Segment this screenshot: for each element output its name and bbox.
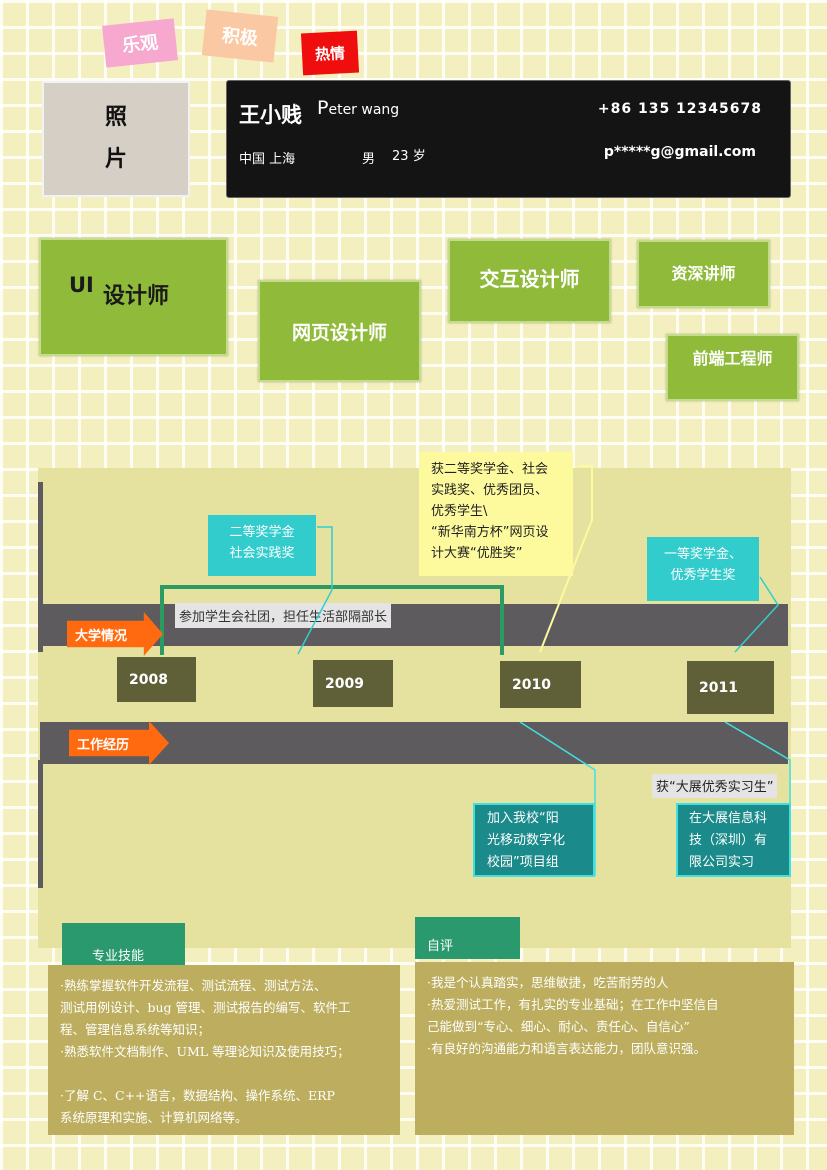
award-2011-line: 一等奖学金、 [663, 547, 742, 562]
profile-header: 王小贱 Peter wang +86 135 12345678 中国 上海 男 … [226, 80, 791, 198]
work-item-line: 光移动数字化 [487, 833, 566, 848]
connector-2011 [734, 576, 779, 653]
role-frontend-engineer: 前端工程师 [666, 334, 799, 401]
internship-award: 获“大展优秀实习生” [652, 774, 778, 798]
connector-work-1 [519, 721, 596, 876]
self-eval-line: ·有良好的沟通能力和语言表达能力，团队意识强。 [427, 1041, 706, 1056]
work-item-line: 校园”项目组 [487, 855, 559, 870]
work-item-internship: 在大展信息科 技（深圳）有 限公司实习 [676, 803, 791, 877]
skills-line: 程、管理信息系统等知识； [60, 1022, 211, 1037]
connector-2009 [297, 526, 333, 655]
university-label: 大学情况 [75, 628, 128, 644]
award-2009-line: 社会实践奖 [229, 546, 295, 561]
role-ui-text: 设计师 [103, 284, 170, 309]
award-2010-line: 计大赛“优胜奖” [431, 546, 523, 561]
work-item-campus-project: 加入我校“阳 光移动数字化 校园”项目组 [473, 803, 595, 877]
role-senior-lecturer: 资深讲师 [637, 240, 770, 308]
work-item-line: 技（深圳）有 [689, 833, 768, 848]
skills-line: ·了解 C、C++语言，数据结构、操作系统、ERP [60, 1088, 335, 1103]
skills-spacer [60, 1063, 392, 1085]
photo-placeholder: 照 片 [42, 81, 190, 197]
award-2011-line: 优秀学生奖 [670, 568, 736, 583]
photo-label-1: 照 [104, 105, 127, 130]
work-item-line: 加入我校“阳 [487, 811, 559, 826]
skills-line: 系统原理和实施、计算机网络等。 [60, 1110, 248, 1125]
skills-line: ·熟练掌握软件开发流程、测试流程、测试方法、 [60, 978, 327, 993]
self-eval-line: 己能做到“专心、细心、耐心、责任心、自信心” [427, 1019, 690, 1034]
year-2011: 2011 [687, 661, 774, 714]
role-web-designer: 网页设计师 [258, 280, 421, 382]
phone: +86 135 12345678 [597, 101, 762, 117]
connector-work-2 [724, 721, 791, 803]
age: 23 岁 [392, 145, 426, 164]
award-2010: 获二等奖学金、社会 实践奖、优秀团员、 优秀学生\ “新华南方杯”网页设 计大赛… [419, 452, 573, 576]
award-2010-line: 优秀学生\ [431, 504, 488, 519]
skills-content: ·熟练掌握软件开发流程、测试流程、测试方法、 测试用例设计、bug 管理、测试报… [48, 965, 400, 1135]
age-unit: 岁 [412, 149, 426, 164]
connector-2010 [539, 465, 593, 653]
award-2010-line: 实践奖、优秀团员、 [431, 483, 549, 498]
skills-line: 测试用例设计、bug 管理、测试报告的编写、软件工 [60, 1000, 351, 1015]
gender: 男 [362, 152, 376, 167]
year-2009: 2009 [313, 660, 393, 707]
award-2010-line: “新华南方杯”网页设 [431, 525, 549, 540]
work-item-line: 在大展信息科 [689, 811, 768, 826]
self-eval-line: ·我是个认真踏实，思维敏捷，吃苦耐劳的人 [427, 975, 669, 990]
role-ui-prefix: UI [69, 273, 94, 297]
award-2011: 一等奖学金、 优秀学生奖 [647, 537, 759, 601]
work-item-line: 限公司实习 [689, 855, 755, 870]
name: 王小贱 [239, 103, 302, 127]
english-name: Peter wang [317, 97, 400, 119]
skills-line: ·熟悉软件文档制作、UML 等理论知识及使用技巧； [60, 1044, 350, 1059]
year-2008: 2008 [117, 657, 196, 702]
location: 中国 上海 [239, 152, 296, 167]
photo-label-2: 片 [104, 147, 127, 172]
age-value: 23 [392, 149, 409, 164]
club-activity: 参加学生会社团，担任生活部隔部长 [175, 603, 392, 628]
role-ui-designer: UI 设计师 [39, 238, 228, 356]
award-2010-line: 获二等奖学金、社会 [431, 462, 549, 477]
club-bracket-end [500, 585, 504, 635]
role-interaction-designer: 交互设计师 [448, 239, 611, 323]
timeline-vertical-bar [38, 760, 43, 888]
skills-header: 专业技能 [62, 923, 185, 965]
work-label: 工作经历 [77, 737, 130, 753]
self-eval-line: ·热爱测试工作，有扎实的专业基础；在工作中坚信自 [427, 997, 719, 1012]
self-eval-content: ·我是个认真踏实，思维敏捷，吃苦耐劳的人 ·热爱测试工作，有扎实的专业基础；在工… [415, 962, 794, 1135]
email: p*****g@gmail.com [603, 144, 756, 160]
timeline-vertical-bar [38, 482, 43, 652]
year-2010: 2010 [500, 661, 581, 708]
self-eval-header: 自评 [415, 917, 520, 959]
award-2009-line: 二等奖学金 [229, 525, 295, 540]
award-2009: 二等奖学金 社会实践奖 [208, 515, 316, 576]
university-band [40, 604, 788, 646]
